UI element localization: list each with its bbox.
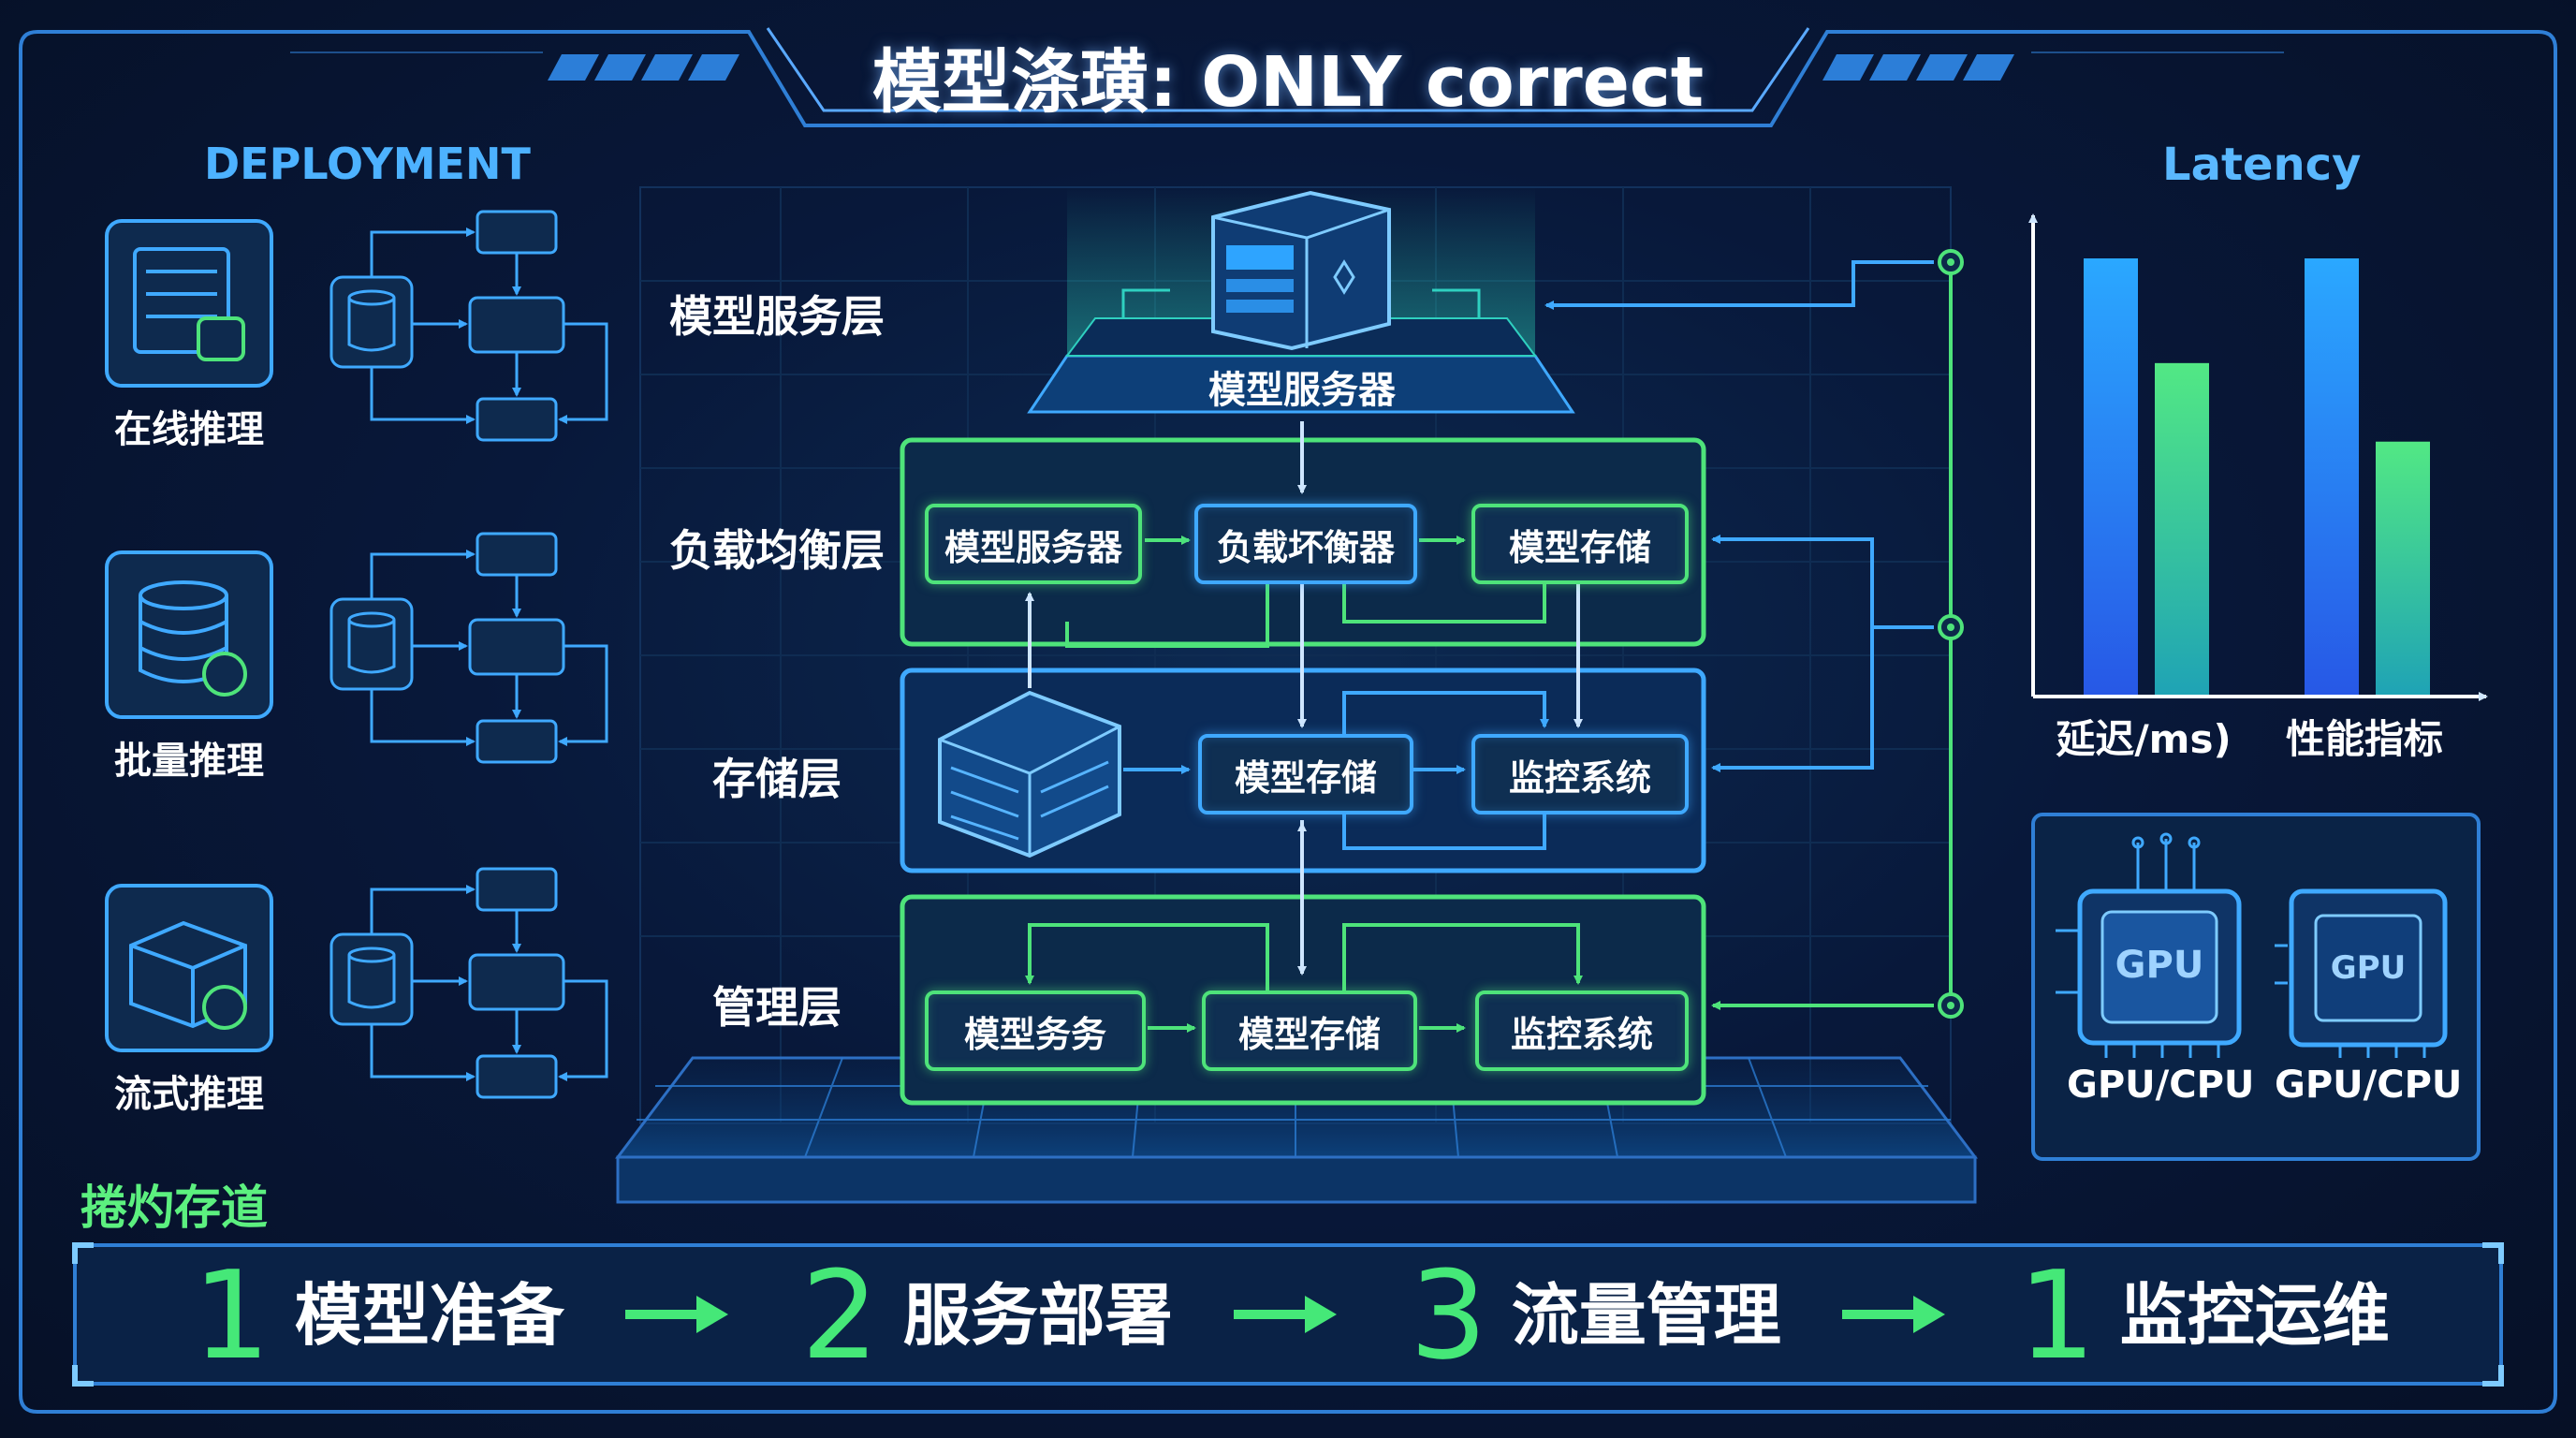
layer-label-load-balancing: 负载均衡层 (669, 525, 885, 576)
pipeline-arrow-icon (1234, 1296, 1337, 1333)
model-server-3d (1027, 187, 1575, 414)
latency-bar-性能指标-series-0 (2305, 258, 2359, 695)
pipeline-step-4: 1 监控运维 (2018, 1255, 2390, 1376)
deployment-heading: DEPLOYMENT (204, 139, 531, 189)
pipeline-arrow-icon (625, 1296, 728, 1333)
gpu-caption-1: GPU/CPU (2275, 1064, 2463, 1107)
deployment-stream-label: 流式推理 (114, 1073, 264, 1116)
deployment-icons (105, 219, 273, 1052)
pipeline-arrow-icon (1842, 1296, 1945, 1333)
deployment-online-label: 在线推理 (114, 408, 264, 451)
node-lb-balancer: 负载坏衡器 (1194, 504, 1417, 584)
page-title: 模型涤璜: ONLY correct (871, 42, 1705, 123)
gpu-chip-label-1: GPU (2330, 949, 2407, 987)
pipeline-step-label: 流量管理 (1511, 1276, 1781, 1355)
latency-category-label-1: 性能指标 (2285, 716, 2443, 762)
node-lb-model-storage: 模型存储 (1471, 504, 1689, 584)
gpu-panel (2031, 813, 2481, 1161)
pipeline-step-3: 3 流量管理 (1410, 1255, 1781, 1376)
pipeline-step-label: 监控运维 (2119, 1276, 2390, 1355)
outer-frame (19, 30, 2557, 1414)
node-mgmt-monitoring: 监控系统 (1475, 990, 1689, 1071)
latency-category-label-0: 延迟/ms) (2056, 716, 2232, 762)
latency-bar-延迟/ms)-series-0 (2084, 258, 2138, 695)
latency-bars (2084, 258, 2430, 695)
node-storage-model-storage: 模型存储 (1198, 734, 1413, 814)
pipeline-step-number: 1 (2018, 1244, 2096, 1387)
mini-flow-diagrams (329, 210, 608, 1097)
latency-axes (2028, 213, 2488, 701)
pipeline-title: 捲灼存道 (80, 1181, 268, 1235)
pipeline-step-label: 服务部署 (902, 1276, 1173, 1355)
pipeline-step-number: 1 (193, 1244, 271, 1387)
storage-cube-3d (938, 690, 1121, 858)
deployment-batch-label: 批量推理 (114, 740, 264, 783)
pipeline-step-2: 2 服务部署 (801, 1255, 1173, 1376)
node-mgmt-model-storage: 模型存储 (1202, 990, 1417, 1071)
layer-label-storage: 存储层 (712, 754, 842, 804)
pipeline-step-number: 3 (1410, 1244, 1487, 1387)
latency-bar-性能指标-series-1 (2376, 441, 2430, 695)
gpu-caption-0: GPU/CPU (2067, 1064, 2255, 1107)
latency-heading: Latency (2162, 139, 2362, 191)
node-storage-monitoring: 监控系统 (1471, 734, 1689, 814)
node-mgmt-model-service: 模型务务 (925, 990, 1146, 1071)
pipeline-step-1: 1 模型准备 (193, 1255, 564, 1376)
latency-bar-延迟/ms)-series-1 (2155, 362, 2209, 695)
model-server-label: 模型服务器 (1208, 369, 1396, 412)
layer-label-management: 管理层 (712, 982, 842, 1033)
gpu-chip-label-0: GPU (2115, 944, 2204, 987)
pipeline-step-label: 模型准备 (294, 1276, 564, 1355)
central-connectors (1025, 421, 1583, 1033)
pipeline-step-number: 2 (801, 1244, 879, 1387)
layer-label-serving: 模型服务层 (669, 291, 885, 342)
right-connector-rail (1544, 249, 1964, 1019)
node-lb-model-server: 模型服务器 (925, 504, 1142, 584)
